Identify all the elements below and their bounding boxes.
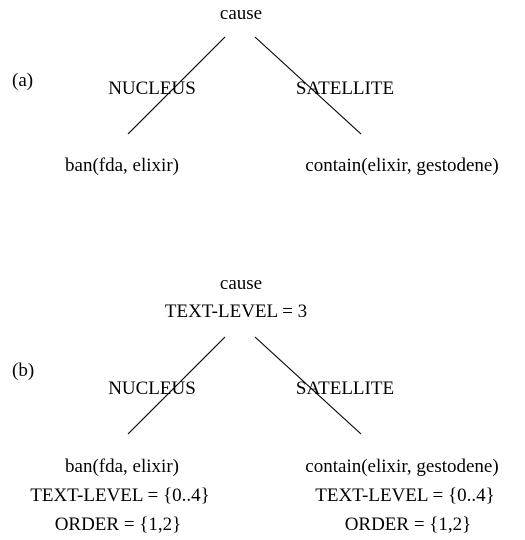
tree-b-satellite-role: SATELLITE <box>295 378 395 399</box>
tree-b-satellite-content: contain(elixir, gestodene) <box>305 456 499 477</box>
tree-a-satellite-content: contain(elixir, gestodene) <box>305 155 499 176</box>
tree-b-root-relation: cause <box>219 273 263 294</box>
tree-b-nucleus-order: ORDER = {1,2} <box>54 514 182 535</box>
tree-a-right-edge <box>254 36 362 135</box>
tree-b-nucleus-text-level: TEXT-LEVEL = {0..4} <box>30 485 210 506</box>
tree-a-satellite-role: SATELLITE <box>295 78 395 99</box>
tree-a-nucleus-role: NUCLEUS <box>108 78 196 99</box>
tree-a-root-relation: cause <box>219 3 263 24</box>
panel-label-a: (a) <box>12 70 34 91</box>
tree-b-right-edge <box>254 336 362 435</box>
tree-a-nucleus-content: ban(fda, elixir) <box>65 155 179 176</box>
tree-a-left-edge <box>127 36 226 135</box>
panel-label-b: (b) <box>12 360 35 381</box>
tree-b-nucleus-content: ban(fda, elixir) <box>65 456 179 477</box>
tree-b-satellite-text-level: TEXT-LEVEL = {0..4} <box>315 485 495 506</box>
tree-b-root-feature: TEXT-LEVEL = 3 <box>164 301 308 322</box>
tree-b-left-edge <box>127 336 226 435</box>
tree-b-satellite-order: ORDER = {1,2} <box>344 514 472 535</box>
tree-b-nucleus-role: NUCLEUS <box>108 378 196 399</box>
